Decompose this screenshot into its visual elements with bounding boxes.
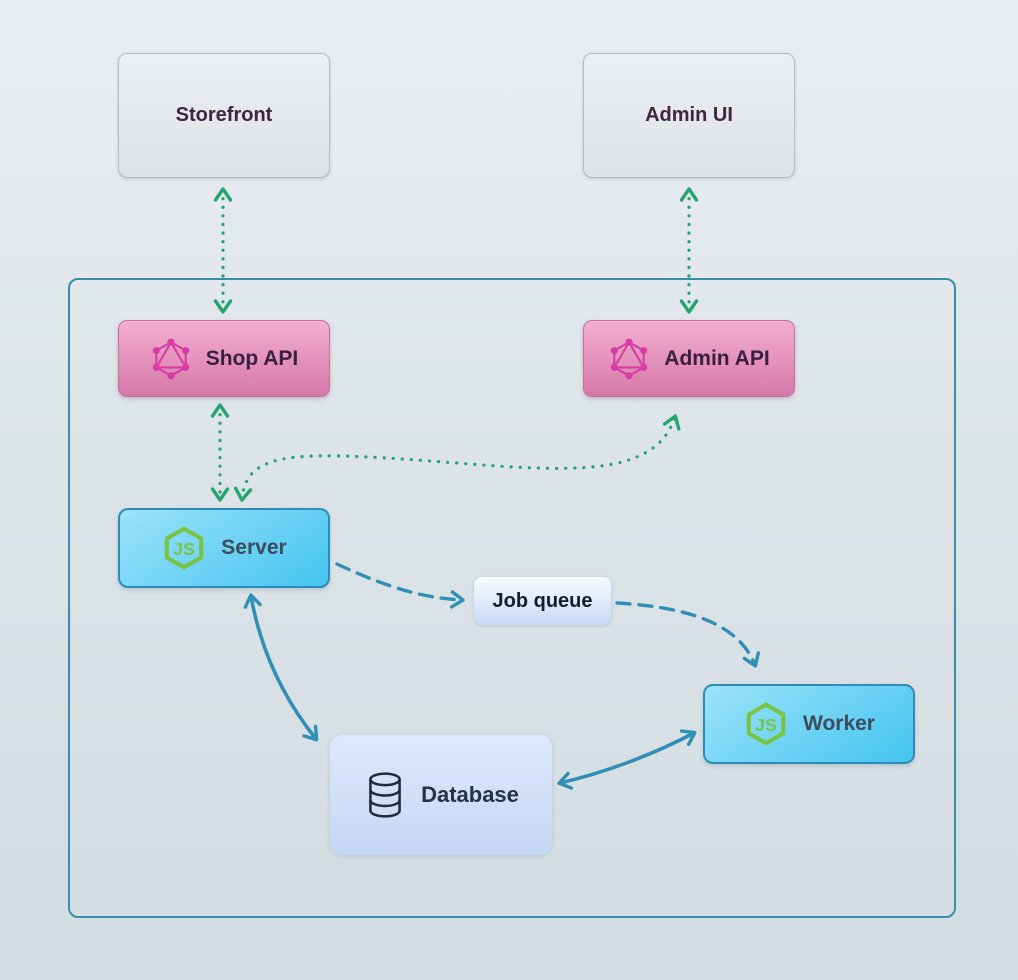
- admin-api-label: Admin API: [664, 346, 770, 370]
- admin-ui-label: Admin UI: [645, 104, 733, 126]
- node-server: JS Server: [118, 508, 330, 588]
- job-queue-label: Job queue: [492, 589, 593, 612]
- node-shop-api: Shop API: [118, 320, 330, 397]
- node-admin-api: Admin API: [583, 320, 795, 397]
- node-database: Database: [330, 735, 552, 855]
- server-label: Server: [221, 536, 287, 559]
- nodejs-icon: JS: [743, 701, 789, 747]
- node-storefront: Storefront: [118, 53, 330, 178]
- svg-text:JS: JS: [173, 539, 195, 559]
- database-icon: [363, 770, 407, 820]
- shop-api-label: Shop API: [205, 346, 299, 370]
- node-job-queue: Job queue: [474, 577, 611, 625]
- database-label: Database: [421, 782, 519, 807]
- graphql-icon: [608, 338, 650, 380]
- storefront-label: Storefront: [175, 104, 273, 126]
- server-boundary-box: [68, 278, 956, 918]
- nodejs-icon: JS: [161, 525, 207, 571]
- graphql-icon: [150, 338, 192, 380]
- svg-text:JS: JS: [755, 715, 777, 735]
- node-worker: JS Worker: [703, 684, 915, 764]
- worker-label: Worker: [803, 712, 875, 735]
- node-admin-ui: Admin UI: [583, 53, 795, 178]
